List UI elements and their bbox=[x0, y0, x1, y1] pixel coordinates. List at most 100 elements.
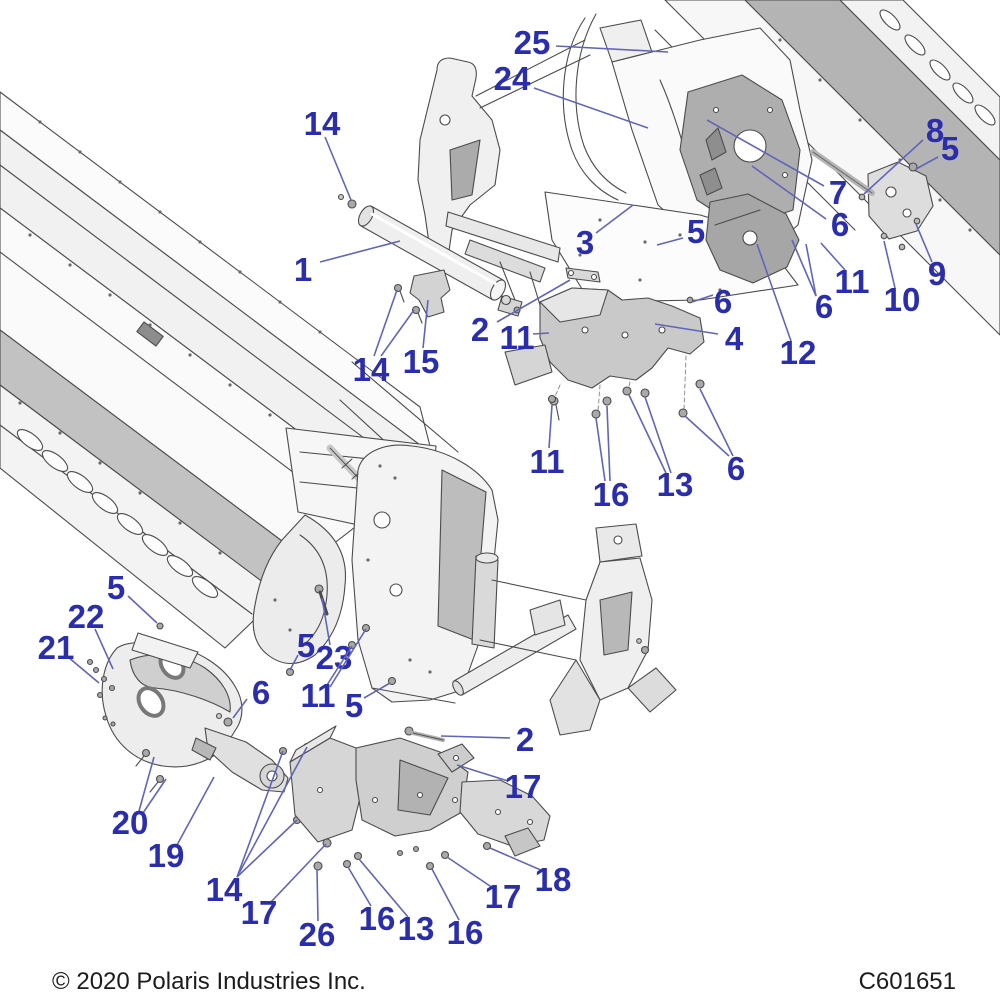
leader-line-10 bbox=[883, 240, 896, 289]
callout-4: 4 bbox=[725, 320, 744, 357]
leader-line-6 bbox=[684, 415, 730, 457]
leader-line-5 bbox=[289, 654, 299, 671]
callout-6: 6 bbox=[831, 206, 849, 243]
leader-line-13 bbox=[628, 394, 667, 474]
leader-line-24 bbox=[533, 87, 649, 129]
leader-line-17 bbox=[269, 843, 327, 904]
callout-23: 23 bbox=[316, 639, 353, 676]
leader-line-13 bbox=[358, 858, 409, 918]
part-number: C601651 bbox=[858, 968, 956, 995]
callout-14: 14 bbox=[353, 351, 390, 388]
line-art bbox=[0, 0, 1000, 871]
bottom-bracket bbox=[289, 725, 551, 871]
leader-line-16 bbox=[606, 405, 611, 482]
leader-line-19 bbox=[176, 776, 215, 846]
callout-15: 15 bbox=[403, 343, 440, 380]
leader-line-6 bbox=[791, 239, 817, 297]
copyright-text: © 2020 Polaris Industries Inc. bbox=[52, 968, 366, 995]
leader-line-9 bbox=[915, 223, 933, 263]
leader-line-20 bbox=[138, 756, 155, 812]
leader-line-20 bbox=[142, 778, 167, 814]
callout-2: 2 bbox=[516, 721, 534, 758]
leader-line-14 bbox=[236, 819, 298, 878]
callout-8: 8 bbox=[926, 112, 944, 149]
callout-6: 6 bbox=[727, 450, 745, 487]
leader-line-6 bbox=[805, 243, 817, 297]
callout-22: 22 bbox=[68, 598, 105, 635]
front-module-top bbox=[417, 39, 591, 317]
leader-line-5 bbox=[915, 156, 939, 170]
leader-line-11 bbox=[329, 628, 367, 688]
callout-5: 5 bbox=[345, 687, 363, 724]
callout-14: 14 bbox=[304, 105, 341, 142]
leader-line-6 bbox=[699, 388, 734, 457]
callout-5: 5 bbox=[941, 130, 959, 167]
leader-line-14 bbox=[236, 750, 284, 878]
callout-12: 12 bbox=[780, 334, 817, 371]
leader-line-16 bbox=[431, 868, 460, 921]
leader-line-17 bbox=[446, 856, 494, 889]
leader-line-13 bbox=[644, 396, 672, 474]
callout-6: 6 bbox=[714, 283, 732, 320]
leader-line-23 bbox=[321, 597, 331, 646]
leader-line-15 bbox=[422, 299, 429, 349]
leader-line-6 bbox=[751, 165, 827, 220]
leader-line-14 bbox=[324, 136, 352, 201]
leader-line-11 bbox=[548, 404, 553, 449]
callout-19: 19 bbox=[148, 837, 185, 874]
callout-1: 1 bbox=[294, 251, 312, 288]
leader-line-26 bbox=[316, 868, 319, 922]
leader-line-17 bbox=[456, 764, 509, 782]
bracket-4-group bbox=[504, 287, 705, 421]
callout-16: 16 bbox=[359, 900, 396, 937]
callout-17: 17 bbox=[505, 768, 542, 805]
bracket-12 bbox=[705, 193, 800, 284]
leader-line-5 bbox=[363, 682, 391, 699]
callout-13: 13 bbox=[398, 910, 435, 947]
callout-17: 17 bbox=[241, 894, 278, 931]
leader-line-7 bbox=[706, 119, 825, 187]
leader-line-5 bbox=[656, 237, 684, 246]
callout-14: 14 bbox=[206, 871, 243, 908]
callout-7: 7 bbox=[829, 174, 847, 211]
leader-line-4 bbox=[654, 323, 719, 335]
leader-line-11 bbox=[326, 645, 353, 686]
rivets bbox=[18, 120, 322, 647]
leader-line-14 bbox=[380, 309, 415, 357]
callout-5: 5 bbox=[297, 627, 315, 664]
callout-13: 13 bbox=[657, 466, 694, 503]
leader-line-12 bbox=[756, 243, 792, 342]
callout-5: 5 bbox=[687, 213, 705, 250]
callout-16: 16 bbox=[593, 476, 630, 513]
leader-line-14 bbox=[236, 746, 308, 878]
leader-line-16 bbox=[347, 866, 372, 907]
leader-line-25 bbox=[555, 45, 669, 53]
leader-line-8 bbox=[863, 139, 924, 195]
rail-ovals bbox=[879, 9, 996, 126]
callout-18: 18 bbox=[535, 861, 572, 898]
bulkhead-middle bbox=[156, 394, 677, 736]
callout-26: 26 bbox=[299, 916, 336, 953]
callout-20: 20 bbox=[112, 804, 149, 841]
callout-11: 11 bbox=[301, 677, 336, 714]
callout-25: 25 bbox=[514, 24, 551, 61]
bracket-15 bbox=[409, 269, 451, 318]
callout-17: 17 bbox=[485, 878, 522, 915]
leader-line-6 bbox=[691, 294, 714, 303]
callout-21: 21 bbox=[38, 629, 75, 666]
callout-10: 10 bbox=[884, 281, 921, 318]
leader-line-22 bbox=[94, 628, 114, 670]
leader-line-5 bbox=[127, 595, 158, 624]
leader-line-2 bbox=[496, 279, 571, 323]
leader-line-6 bbox=[232, 698, 248, 719]
callout-6: 6 bbox=[815, 288, 833, 325]
callout-6: 6 bbox=[252, 674, 270, 711]
bracket-10-group bbox=[810, 149, 934, 251]
leader-line-21 bbox=[67, 656, 100, 684]
chaincase bbox=[86, 632, 312, 825]
callout-11: 11 bbox=[500, 319, 535, 356]
running-board-ovals bbox=[16, 429, 219, 598]
